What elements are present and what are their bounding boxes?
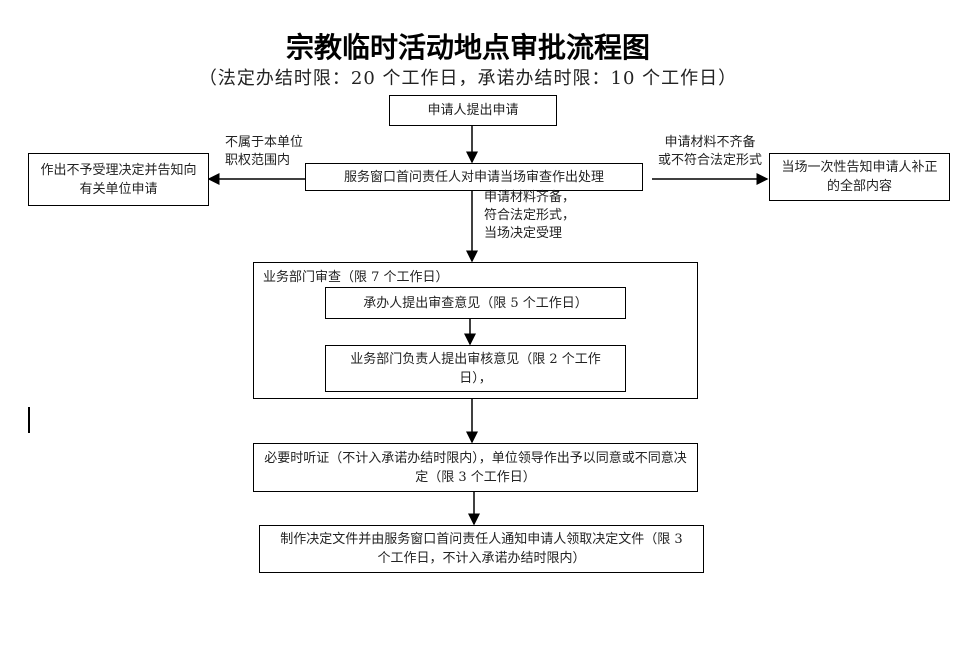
dept-review-heading: 业务部门审查（限 7 个工作日） xyxy=(263,270,449,285)
step-hearing-decision: 必要时听证（不计入承诺办结时限内），单位领导作出予以同意或不同意决定（限 3 个… xyxy=(253,443,698,492)
page-subtitle: （法定办结时限：20 个工作日，承诺办结时限：10 个工作日） xyxy=(198,68,738,89)
label-accepted: 申请材料齐备， 符合法定形式， 当场决定受理 xyxy=(484,190,576,241)
step-notify: 当场一次性告知申请人补正的全部内容 xyxy=(769,153,950,201)
step-head-opinion: 业务部门负责人提出审核意见（限 2 个工作日）， xyxy=(325,345,626,392)
step-window-review: 服务窗口首问责任人对申请当场审查作出处理 xyxy=(305,163,643,191)
page-title: 宗教临时活动地点审批流程图 xyxy=(285,31,650,64)
dept-review-group: 业务部门审查（限 7 个工作日） xyxy=(253,262,698,399)
step-final-document: 制作决定文件并由服务窗口首问责任人通知申请人领取决定文件（限 3 个工作日，不计… xyxy=(259,525,704,573)
label-incomplete: 申请材料不齐备 或不符合法定形式 xyxy=(658,135,763,168)
step-apply: 申请人提出申请 xyxy=(389,95,557,126)
step-reject: 作出不予受理决定并告知向有关单位申请 xyxy=(28,153,209,206)
step-handler-opinion: 承办人提出审查意见（限 5 个工作日） xyxy=(325,287,626,319)
label-not-in-scope: 不属于本单位 职权范围内 xyxy=(225,135,304,168)
